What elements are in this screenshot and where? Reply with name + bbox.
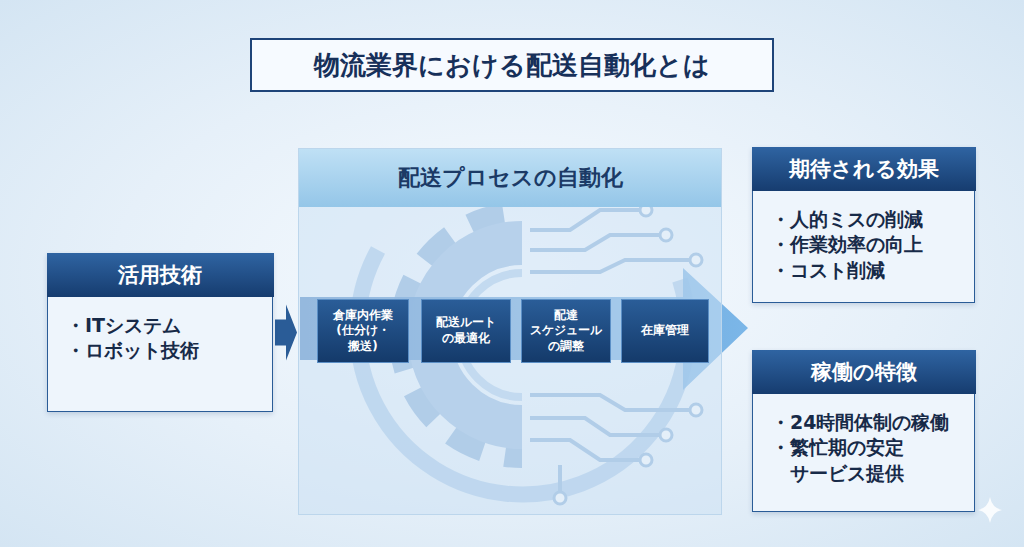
bullet-item: ・24時間体制の稼働 (771, 410, 962, 436)
process-step: 配達 スケジュール の調整 (521, 299, 611, 363)
block-arrow (275, 305, 297, 361)
bullet-item: ・コスト削減 (771, 258, 962, 284)
info-card: 期待される効果・人的ミスの削減・作業効率の向上・コスト削減 (752, 147, 975, 303)
process-step: 配送ルート の最適化 (421, 299, 511, 363)
bullet-item: ・作業効率の向上 (771, 232, 962, 258)
sparkle (978, 497, 1002, 523)
step-label: 配達 スケジュール の調整 (526, 308, 606, 355)
info-card: 稼働の特徴・24時間体制の稼働・繁忙期の安定 サービス提供 (752, 350, 975, 512)
step-label: 在庫管理 (641, 323, 689, 339)
step-label: 倉庫内作業 (仕分け・搬送) (322, 308, 404, 355)
step-label: 配送ルート の最適化 (426, 315, 506, 346)
box-heading: 活用技術 (47, 253, 274, 297)
process-panel: 配送プロセスの自動化倉庫内作業 (仕分け・搬送) 配送ルート の最適化配達 スケジ… (298, 148, 722, 515)
box-heading: 配送プロセスの自動化 (299, 149, 721, 207)
bullet-item: ・ITシステム (66, 313, 260, 339)
bullet-item: ・繁忙期の安定 サービス提供 (771, 435, 962, 486)
process-step: 在庫管理 (621, 299, 709, 363)
bullet-item: ・ロボット技術 (66, 338, 260, 364)
title-box: 物流業界における配送自動化とは (250, 38, 774, 92)
process-step: 倉庫内作業 (仕分け・搬送) (317, 299, 409, 363)
box-heading: 期待される効果 (752, 147, 976, 191)
bullet-item: ・人的ミスの削減 (771, 207, 962, 233)
box-heading: 稼働の特徴 (752, 350, 976, 394)
info-card: 活用技術・ITシステム・ロボット技術 (47, 253, 273, 412)
